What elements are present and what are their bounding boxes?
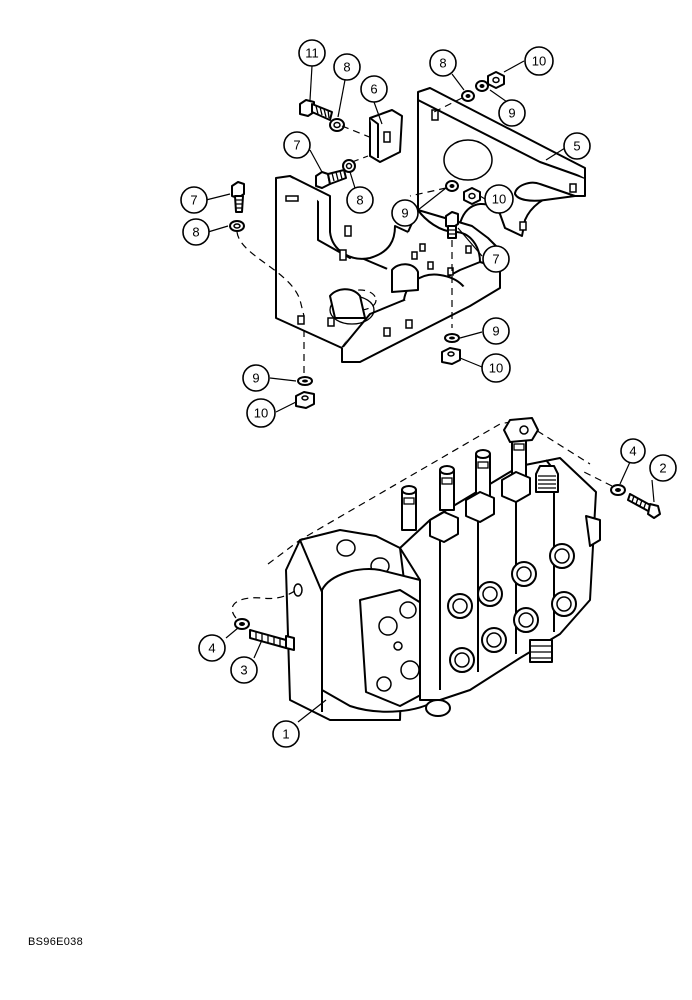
callout-8c-label: 8 bbox=[356, 193, 363, 208]
bolt-part-2 bbox=[627, 493, 661, 519]
callout-6-label: 6 bbox=[370, 82, 377, 97]
callout-5: 5 bbox=[563, 132, 591, 160]
callout-2-label: 2 bbox=[659, 461, 666, 476]
bolt-part-7b bbox=[315, 169, 347, 189]
callout-8a-label: 8 bbox=[343, 60, 350, 75]
callout-7b-label: 7 bbox=[190, 193, 197, 208]
callout-9c: 9 bbox=[482, 317, 510, 345]
callout-5-label: 5 bbox=[573, 139, 580, 154]
washer-part-8d bbox=[229, 220, 245, 232]
callout-10a: 10 bbox=[524, 46, 554, 76]
nut-part-10d bbox=[295, 391, 315, 409]
angle-bracket-part-6 bbox=[369, 109, 403, 163]
callout-10d: 10 bbox=[246, 398, 276, 428]
callout-9b: 9 bbox=[391, 199, 419, 227]
callout-8b-label: 8 bbox=[439, 56, 446, 71]
nut-part-10c bbox=[441, 347, 461, 365]
mounting-plate-part-5 bbox=[417, 87, 586, 237]
callout-leaders bbox=[205, 60, 655, 723]
callout-10b: 10 bbox=[484, 184, 514, 214]
callout-7c-label: 7 bbox=[492, 252, 499, 267]
callout-3: 3 bbox=[230, 656, 258, 684]
callout-4a-label: 4 bbox=[629, 444, 636, 459]
callout-1: 1 bbox=[272, 720, 300, 748]
nut-part-9a bbox=[475, 80, 489, 92]
callout-8d-label: 8 bbox=[192, 225, 199, 240]
callout-9a: 9 bbox=[498, 99, 526, 127]
spool-stems bbox=[401, 431, 527, 531]
washer-part-8c bbox=[342, 159, 356, 173]
callout-8d: 8 bbox=[182, 218, 210, 246]
callout-10c-label: 10 bbox=[489, 361, 503, 376]
nut-part-9b bbox=[445, 180, 459, 192]
callout-10c: 10 bbox=[481, 353, 511, 383]
nut-part-9d bbox=[297, 376, 313, 386]
bolt-part-3 bbox=[249, 629, 295, 651]
bolt-part-7a bbox=[231, 181, 245, 213]
callout-9d-label: 9 bbox=[252, 371, 259, 386]
callout-8a: 8 bbox=[333, 53, 361, 81]
callout-9d: 9 bbox=[242, 364, 270, 392]
washer-part-8a bbox=[329, 118, 345, 132]
control-valve-part-1 bbox=[267, 417, 601, 721]
callout-9b-label: 9 bbox=[401, 206, 408, 221]
work-ports bbox=[447, 543, 577, 673]
callout-4a: 4 bbox=[620, 438, 646, 464]
callout-9c-label: 9 bbox=[492, 324, 499, 339]
callout-8b: 8 bbox=[429, 49, 457, 77]
callout-7a-label: 7 bbox=[293, 138, 300, 153]
callout-1-label: 1 bbox=[282, 727, 289, 742]
nut-part-10a bbox=[487, 71, 505, 89]
callout-6: 6 bbox=[360, 75, 388, 103]
callout-7a: 7 bbox=[283, 131, 311, 159]
bolt-part-7c bbox=[445, 211, 459, 239]
nut-part-9c bbox=[444, 333, 460, 343]
nut-part-10b bbox=[463, 187, 481, 205]
washer-part-4b bbox=[234, 618, 250, 630]
callout-10d-label: 10 bbox=[254, 406, 268, 421]
callout-11: 11 bbox=[298, 39, 326, 67]
figure-code: BS96E038 bbox=[28, 936, 83, 948]
callout-10b-label: 10 bbox=[492, 192, 506, 207]
callout-4b: 4 bbox=[198, 634, 226, 662]
callout-7c: 7 bbox=[482, 245, 510, 273]
washer-part-4a bbox=[610, 484, 626, 496]
callout-8c: 8 bbox=[346, 186, 374, 214]
callout-3-label: 3 bbox=[240, 663, 247, 678]
callout-9a-label: 9 bbox=[508, 106, 515, 121]
callout-4b-label: 4 bbox=[208, 641, 215, 656]
callout-2: 2 bbox=[649, 454, 677, 482]
callout-7b: 7 bbox=[180, 186, 208, 214]
callout-10a-label: 10 bbox=[532, 54, 546, 69]
callout-11-label: 11 bbox=[305, 46, 319, 61]
bolt-part-11 bbox=[299, 99, 333, 121]
washer-part-8b bbox=[461, 90, 475, 102]
